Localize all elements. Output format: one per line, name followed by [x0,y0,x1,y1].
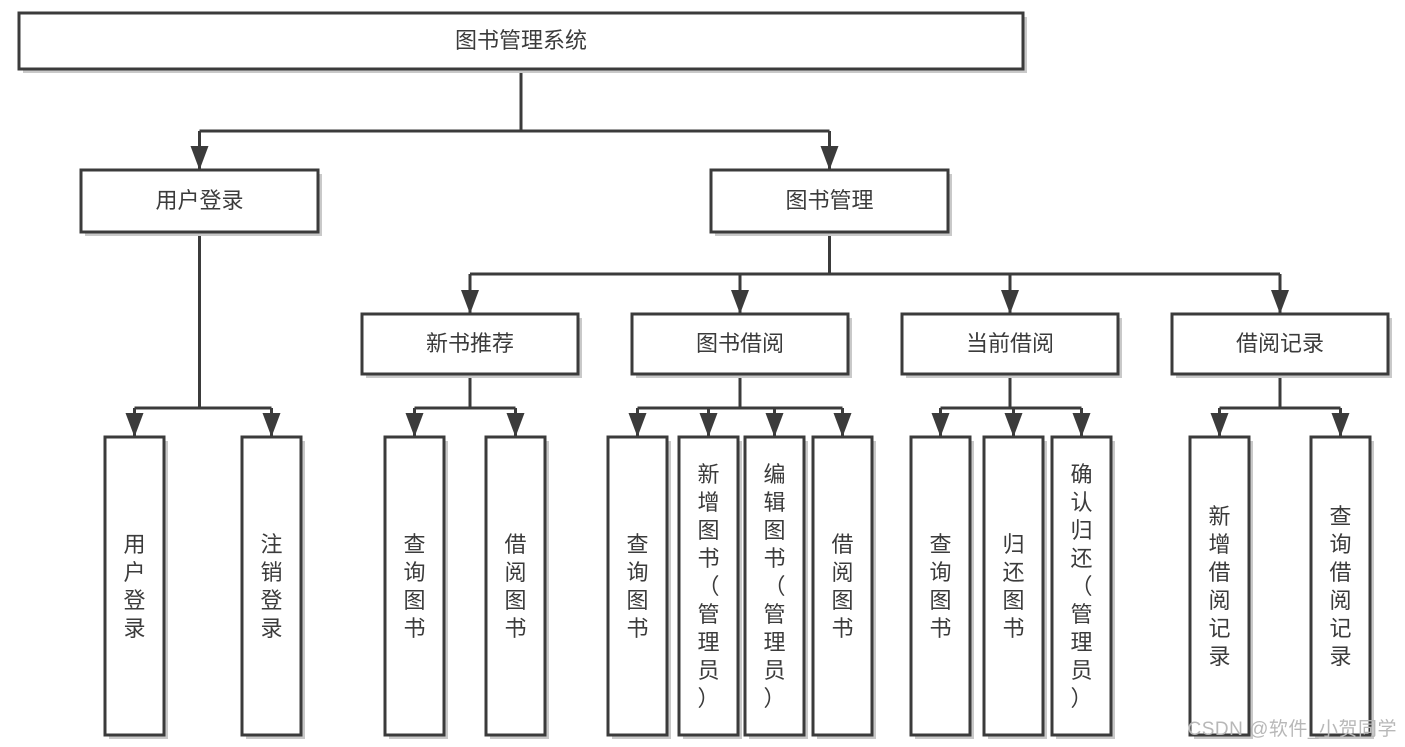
node-leaf-logout[interactable]: 注销登录 [240,435,305,739]
arrow-head-book-borrow [731,290,749,314]
arrow-head-leaf-borrow-book-2 [833,413,852,437]
node-leaf-confirm-return[interactable]: 确认归还（管理员） [1050,435,1115,739]
arrow-head-borrow-record [1271,290,1289,314]
node-label: 查询图书 [403,532,425,641]
arrow-head-leaf-borrow-book-1 [506,413,525,437]
node-layer: 图书管理系统用户登录图书管理新书推荐图书借阅当前借阅借阅记录用户登录注销登录查询… [17,11,1392,739]
arrow-head-leaf-query-book-1 [405,413,424,437]
node-new-book-rec[interactable]: 新书推荐 [360,312,582,378]
node-leaf-borrow-book-1[interactable]: 借阅图书 [484,435,549,739]
node-root[interactable]: 图书管理系统 [17,11,1027,73]
arrow-head-new-book-rec [461,290,479,314]
node-label: 新书推荐 [426,331,514,356]
node-label: 借阅图书 [831,532,853,641]
arrow-head-leaf-logout [262,413,281,437]
arrow-head-leaf-query-book-3 [931,413,950,437]
node-label: 新增图书（管理员） [697,462,719,711]
node-label: 用户登录 [155,188,243,213]
arrow-head-leaf-confirm-return [1072,413,1091,437]
node-label: 借阅图书 [504,532,526,641]
node-label: 图书借阅 [696,331,784,356]
node-leaf-add-book[interactable]: 新增图书（管理员） [677,435,742,739]
node-book-manage[interactable]: 图书管理 [709,168,952,236]
arrow-head-leaf-add-book [699,413,718,437]
node-label: 图书管理 [785,188,873,213]
arrow-head-leaf-query-book-2 [628,413,647,437]
node-label: 用户登录 [123,532,145,641]
node-label: 注销登录 [260,532,282,641]
node-book-borrow[interactable]: 图书借阅 [630,312,852,378]
arrow-head-user-login [190,146,209,170]
node-leaf-return-book[interactable]: 归还图书 [982,435,1047,739]
node-label: 归还图书 [1002,532,1024,641]
arrow-head-book-manage [820,146,839,170]
node-leaf-user-login[interactable]: 用户登录 [103,435,168,739]
node-leaf-edit-book[interactable]: 编辑图书（管理员） [743,435,808,739]
arrow-head-leaf-user-login [125,413,144,437]
node-leaf-add-record[interactable]: 新增借阅记录 [1188,435,1253,739]
node-leaf-query-record[interactable]: 查询借阅记录 [1309,435,1374,739]
node-label: 确认归还（管理员） [1070,462,1092,711]
arrow-head-leaf-query-record [1331,413,1350,437]
arrow-head-leaf-return-book [1004,413,1023,437]
node-label: 图书管理系统 [455,28,587,53]
node-label: 查询借阅记录 [1329,504,1351,669]
node-user-login[interactable]: 用户登录 [79,168,322,236]
node-label: 新增借阅记录 [1208,504,1230,669]
node-label: 编辑图书（管理员） [763,462,785,711]
node-leaf-query-book-3[interactable]: 查询图书 [909,435,974,739]
node-current-borrow[interactable]: 当前借阅 [900,312,1122,378]
node-label: 查询图书 [626,532,648,641]
arrow-head-leaf-add-record [1210,413,1229,437]
arrow-head-current-borrow [1001,290,1019,314]
node-label: 借阅记录 [1236,331,1324,356]
node-label: 查询图书 [929,532,951,641]
arrow-head-leaf-edit-book [765,413,784,437]
connector-layer [125,69,1350,437]
node-leaf-borrow-book-2[interactable]: 借阅图书 [811,435,876,739]
node-leaf-query-book-2[interactable]: 查询图书 [606,435,671,739]
node-borrow-record[interactable]: 借阅记录 [1170,312,1392,378]
node-leaf-query-book-1[interactable]: 查询图书 [383,435,448,739]
node-label: 当前借阅 [966,331,1054,356]
